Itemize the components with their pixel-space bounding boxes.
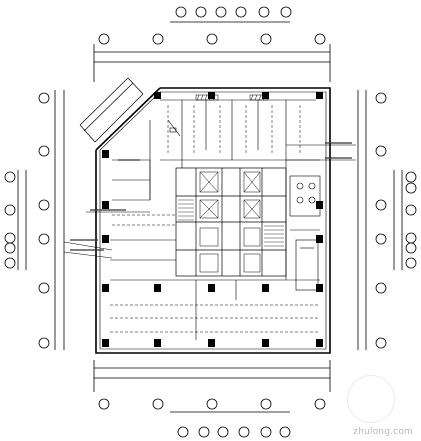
right-service-rooms xyxy=(285,160,321,291)
annotation-leaders xyxy=(63,144,356,259)
top-dimension-lines xyxy=(93,21,331,82)
top-wall-hatch xyxy=(195,94,269,101)
right-axis-bubbles xyxy=(375,92,387,349)
right-dimension-lines xyxy=(357,90,403,350)
stair-icon xyxy=(178,199,284,247)
watermark-text: zhulong.com xyxy=(353,427,413,437)
bottom-axis-bubbles xyxy=(98,398,326,410)
illegible-annotation-marks xyxy=(70,142,352,251)
lower-partitions xyxy=(110,239,320,340)
diagonal-wing xyxy=(79,77,144,143)
upper-partitions xyxy=(112,99,320,201)
bottom-axis-bubbles-lower xyxy=(177,426,291,438)
right-axis-bubbles-outer xyxy=(405,171,417,269)
left-dimension-lines xyxy=(17,90,65,350)
top-axis-bubbles xyxy=(98,33,326,45)
column-icon xyxy=(102,92,323,347)
lighting-circuits xyxy=(110,105,320,333)
bottom-dimension-lines xyxy=(93,360,331,413)
building-outline xyxy=(95,87,331,354)
zhulong-logo-icon xyxy=(347,375,395,423)
central-core xyxy=(175,167,287,277)
elevator-icon xyxy=(199,171,261,273)
left-axis-bubbles-outer xyxy=(4,171,16,269)
top-axis-bubbles-upper xyxy=(175,6,292,18)
left-axis-bubbles xyxy=(38,92,50,349)
